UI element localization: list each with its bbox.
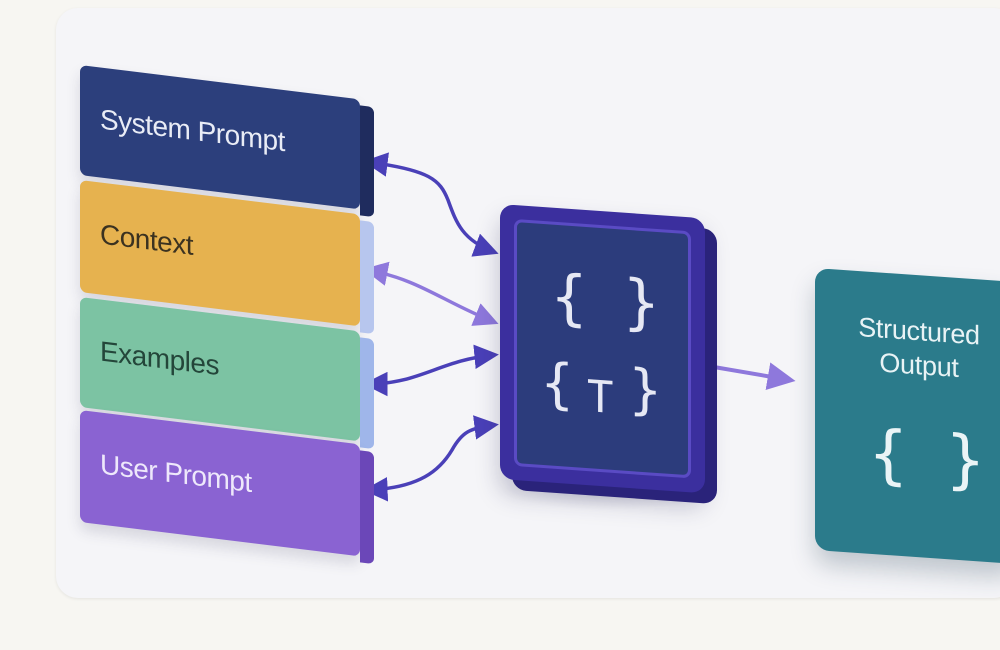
connector-context — [363, 261, 499, 326]
connector-user-prompt — [363, 415, 499, 502]
brace-left-icon: { — [541, 350, 574, 417]
processor-block: { } { T } — [500, 204, 705, 494]
connector-to-output — [707, 362, 796, 391]
layer-side — [360, 220, 374, 335]
braces-icon: { } — [869, 416, 985, 499]
layer-label-user-prompt: User Prompt — [100, 448, 252, 499]
layer-side — [360, 105, 374, 218]
output-block: Structured Output { } — [815, 268, 1000, 564]
layer-label-system-prompt: System Prompt — [100, 103, 285, 158]
output-label: Structured Output — [858, 312, 980, 383]
brace-right-icon: } — [629, 357, 662, 423]
layer-side — [360, 450, 374, 565]
layer-label-context: Context — [100, 218, 193, 261]
braces-icon: { } — [551, 261, 660, 340]
layer-side — [360, 337, 374, 450]
pin-icon: T — [587, 371, 614, 424]
connector-system-prompt — [363, 152, 499, 257]
processor-screen: { } { T } — [514, 218, 691, 479]
connector-examples — [363, 344, 499, 397]
layer-label-examples: Examples — [100, 335, 219, 382]
